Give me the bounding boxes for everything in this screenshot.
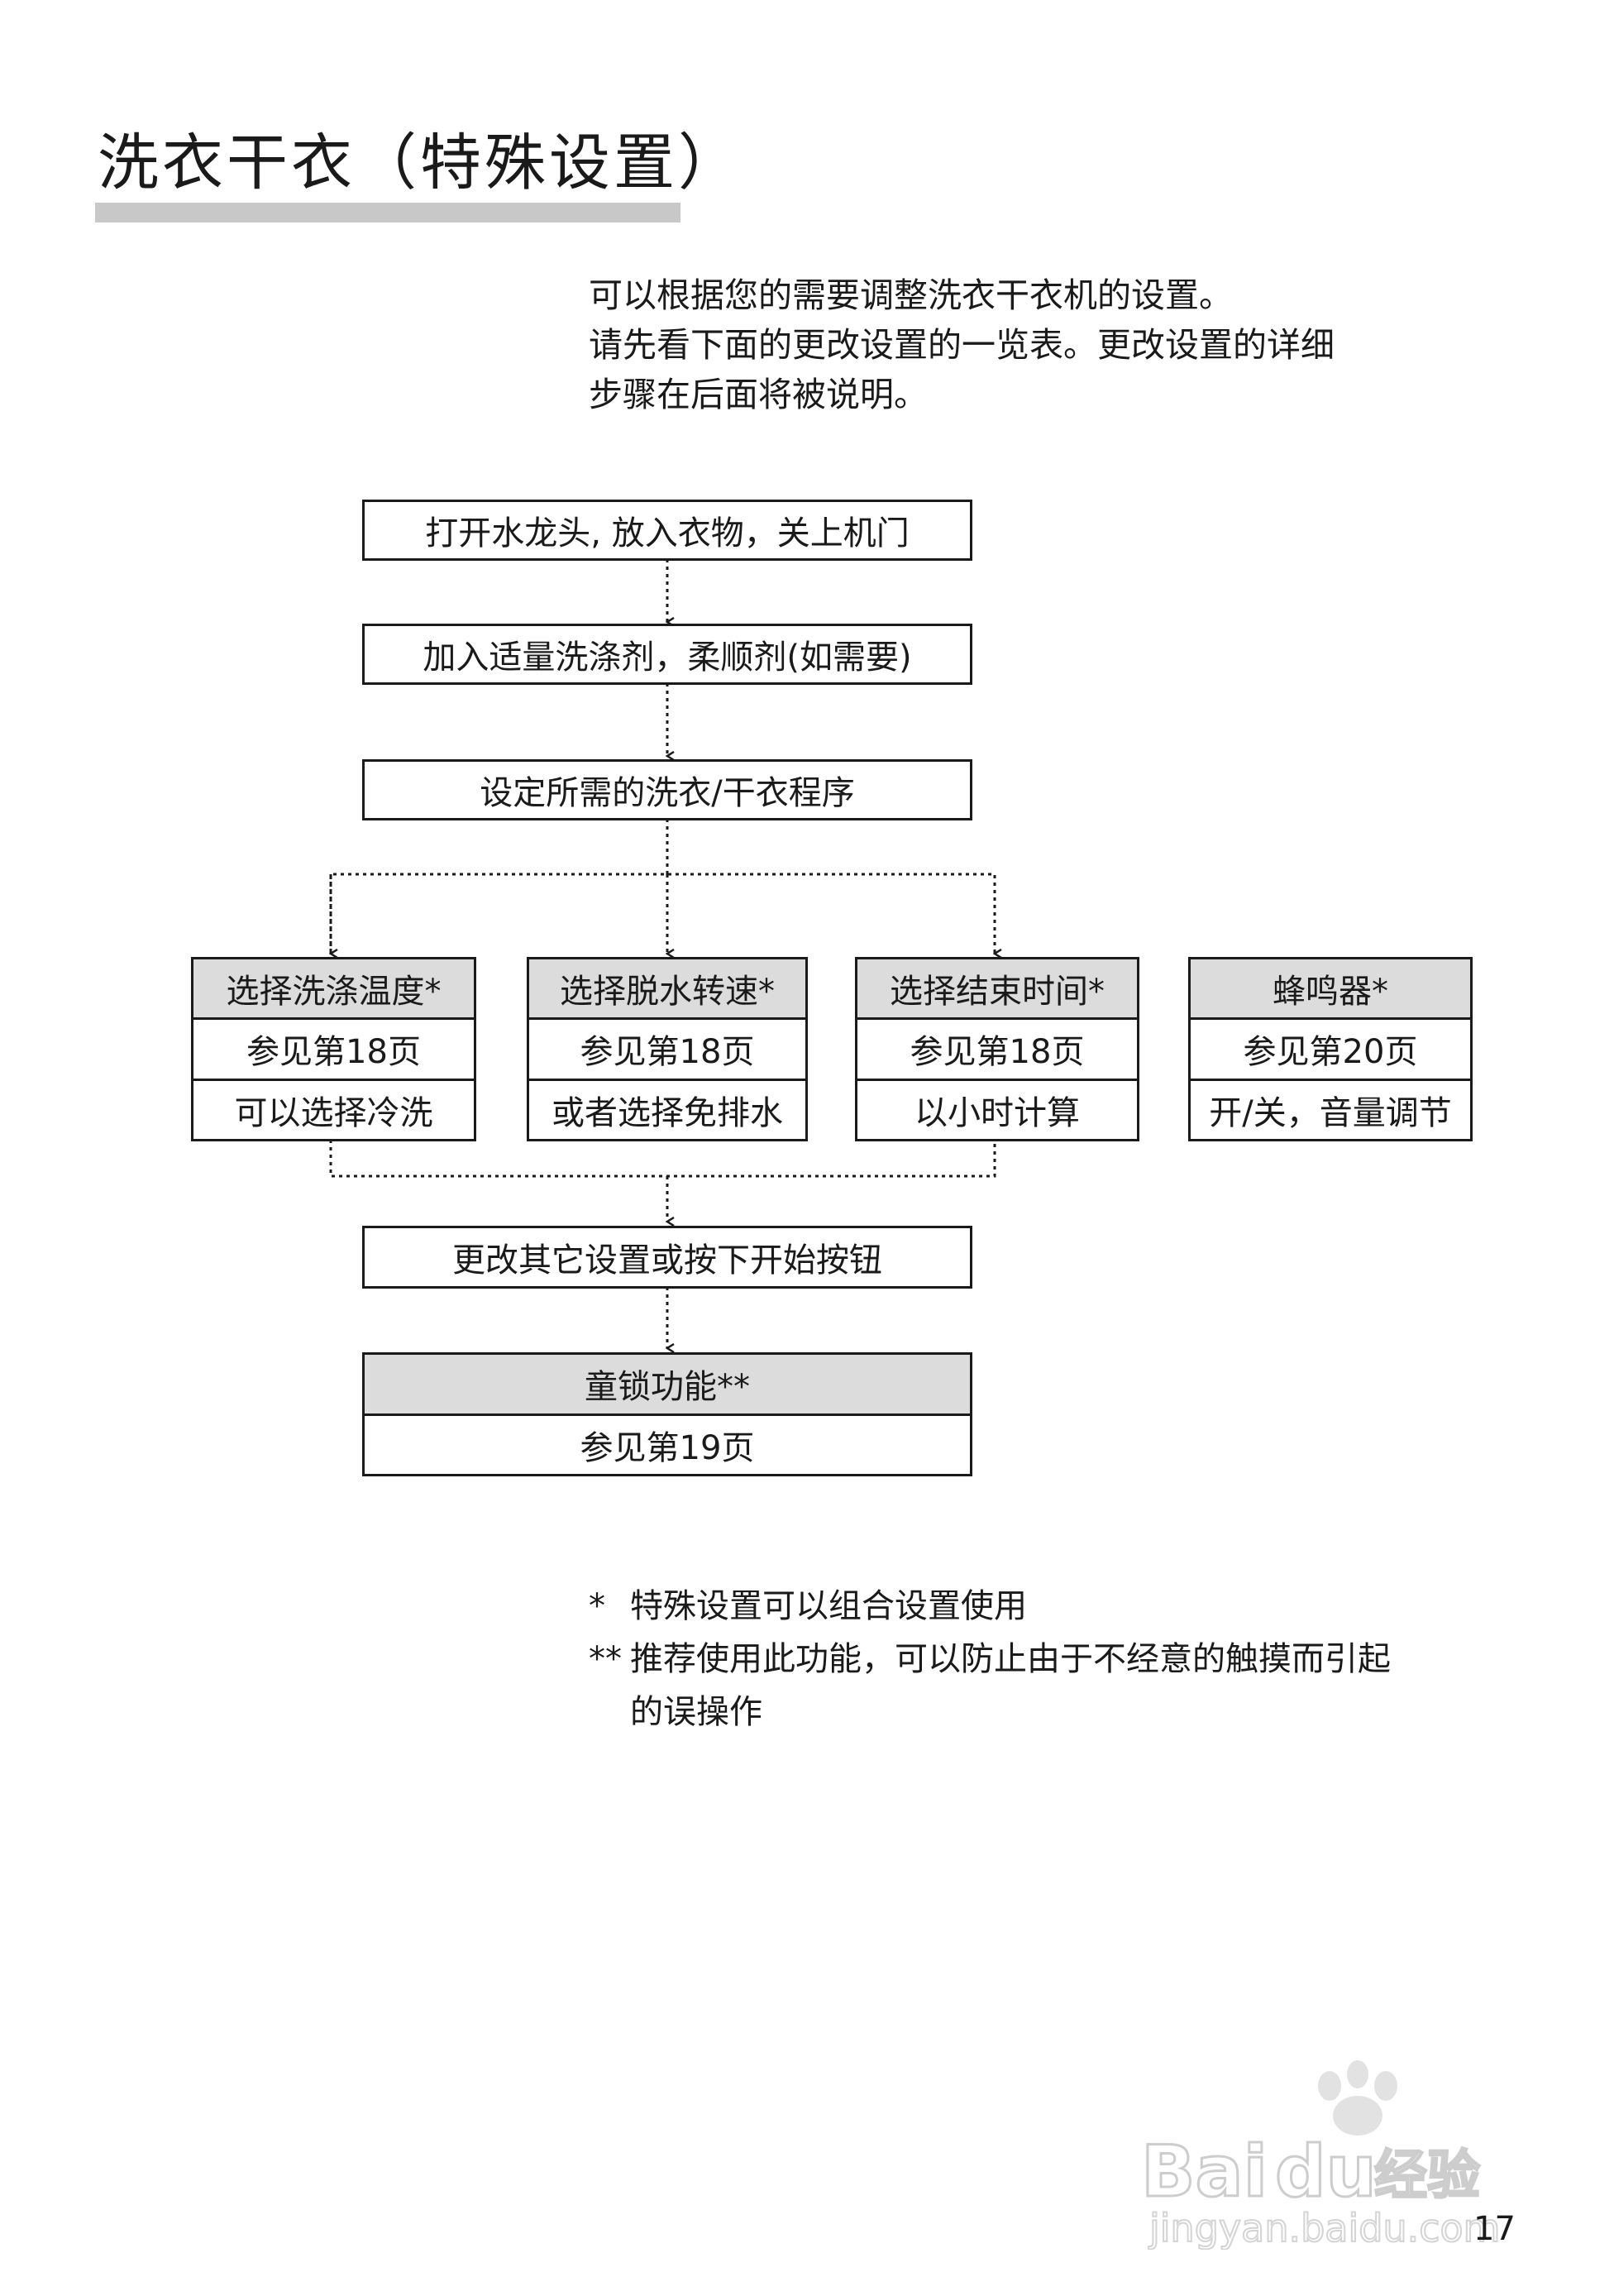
- option-title: 蜂鸣器*: [1191, 959, 1470, 1018]
- option-spin-speed: 选择脱水转速* 参见第18页 或者选择免排水: [527, 957, 808, 1141]
- connector-line: [329, 1140, 996, 1178]
- footnotes: * 特殊设置可以组合设置使用 ** 推荐使用此功能，可以防止由于不经意的触摸而引…: [589, 1580, 1391, 1739]
- intro-text: 可以根据您的需要调整洗衣干衣机的设置。 请先看下面的更改设置的一览表。更改设置的…: [589, 270, 1335, 419]
- svg-text:du: du: [1275, 2131, 1377, 2213]
- option-title: 选择结束时间*: [857, 959, 1137, 1018]
- step-label: 加入适量洗涤剂，柔顺剂(如需要): [423, 639, 912, 677]
- page-title: 洗衣干衣（特殊设置）: [98, 127, 743, 199]
- option-page-ref: 参见第18页: [857, 1017, 1137, 1078]
- intro-line: 请先看下面的更改设置的一览表。更改设置的详细: [589, 325, 1335, 365]
- option-description: 或者选择免排水: [529, 1078, 805, 1139]
- footnote: * 特殊设置可以组合设置使用: [589, 1580, 1391, 1633]
- step-add-detergent: 加入适量洗涤剂，柔顺剂(如需要): [362, 624, 972, 685]
- child-lock-page-ref: 参见第19页: [365, 1413, 970, 1475]
- page-number: 17: [1473, 2210, 1516, 2248]
- intro-line: 步骤在后面将被说明。: [589, 375, 928, 414]
- child-lock-title: 童锁功能**: [365, 1355, 970, 1413]
- step-label: 设定所需的洗衣/干衣程序: [480, 774, 855, 812]
- option-page-ref: 参见第18页: [193, 1017, 474, 1078]
- footnote: ** 推荐使用此功能，可以防止由于不经意的触摸而引起: [589, 1633, 1391, 1686]
- step-open-tap: 打开水龙头, 放入衣物，关上机门: [362, 500, 972, 561]
- intro-line: 可以根据您的需要调整洗衣干衣机的设置。: [589, 275, 1233, 315]
- svg-text:经验: 经验: [1374, 2145, 1480, 2207]
- child-lock-box: 童锁功能** 参见第19页: [362, 1352, 972, 1476]
- option-page-ref: 参见第18页: [529, 1017, 805, 1078]
- footnote-mark: *: [589, 1587, 605, 1625]
- step-label: 更改其它设置或按下开始按钮: [452, 1241, 882, 1280]
- option-title: 选择脱水转速*: [529, 959, 805, 1018]
- option-description: 可以选择冷洗: [193, 1078, 474, 1139]
- footnote-text: 推荐使用此功能，可以防止由于不经意的触摸而引起: [630, 1640, 1391, 1678]
- title-underline: [95, 203, 680, 222]
- footnote-text: 特殊设置可以组合设置使用: [630, 1587, 1027, 1625]
- option-end-time: 选择结束时间* 参见第18页 以小时计算: [855, 957, 1139, 1141]
- step-change-or-start: 更改其它设置或按下开始按钮: [362, 1226, 972, 1289]
- baidu-watermark-logo: Bai du 经验 jingyan.baidu.com: [1140, 2060, 1502, 2250]
- svg-text:jingyan.baidu.com: jingyan.baidu.com: [1148, 2206, 1501, 2250]
- connector-line: [329, 873, 995, 954]
- option-description: 开/关，音量调节: [1191, 1078, 1470, 1139]
- option-title: 选择洗涤温度*: [193, 959, 474, 1018]
- footnote-mark: **: [589, 1640, 622, 1678]
- step-label: 打开水龙头, 放入衣物，关上机门: [425, 514, 910, 552]
- option-description: 以小时计算: [857, 1078, 1137, 1139]
- svg-text:Bai: Bai: [1141, 2131, 1268, 2213]
- option-page-ref: 参见第20页: [1191, 1017, 1470, 1078]
- option-wash-temperature: 选择洗涤温度* 参见第18页 可以选择冷洗: [191, 957, 476, 1141]
- footnote-continuation: 的误操作: [630, 1693, 762, 1731]
- option-buzzer: 蜂鸣器* 参见第20页 开/关，音量调节: [1188, 957, 1473, 1141]
- step-set-program: 设定所需的洗衣/干衣程序: [362, 759, 972, 820]
